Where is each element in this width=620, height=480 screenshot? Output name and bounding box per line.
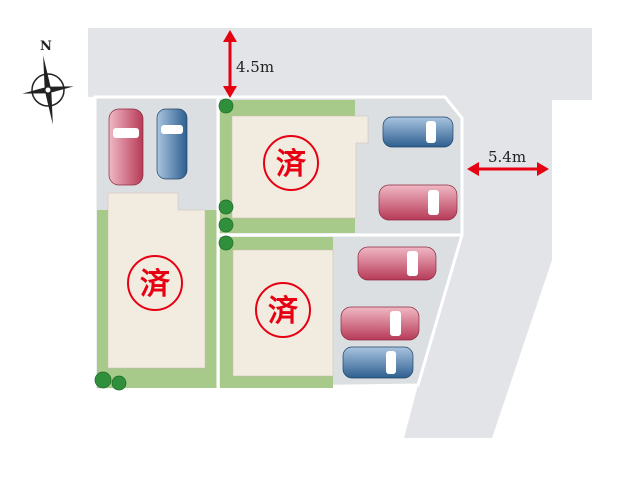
- car-red: [108, 108, 144, 186]
- sold-stamp-lot-b: 済: [263, 135, 319, 191]
- car-blue: [342, 346, 414, 379]
- house-lot-a: [107, 192, 206, 369]
- compass-icon: N: [22, 39, 74, 125]
- car-red: [340, 306, 420, 341]
- car-red: [357, 246, 437, 281]
- svg-text:4.5m: 4.5m: [236, 58, 274, 76]
- svg-text:5.4m: 5.4m: [488, 148, 526, 166]
- car-blue: [156, 108, 188, 180]
- house-lot-c: [232, 249, 334, 377]
- trees: [94, 98, 234, 391]
- sold-stamp-lot-c: 済: [255, 282, 311, 338]
- car-red: [378, 184, 458, 221]
- svg-text:済: 済: [268, 294, 299, 329]
- dimension-top-road: 4.5m: [223, 30, 274, 98]
- house-lot-b: [231, 115, 369, 219]
- svg-text:済: 済: [276, 147, 307, 182]
- sold-stamp-lot-a: 済: [127, 255, 183, 311]
- svg-text:済: 済: [140, 267, 171, 302]
- car-blue: [382, 116, 454, 148]
- svg-text:N: N: [40, 39, 52, 54]
- dimension-right-road: 5.4m: [467, 148, 549, 176]
